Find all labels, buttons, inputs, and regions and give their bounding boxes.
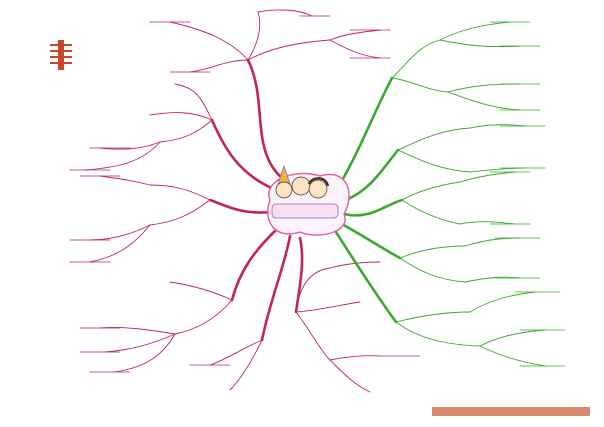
right-branch-7 xyxy=(397,149,471,173)
central-topic xyxy=(267,164,350,236)
left-branch-5 xyxy=(329,29,381,41)
right-branch-1 xyxy=(344,148,400,202)
left-branch-3 xyxy=(247,39,331,61)
right-branch-0 xyxy=(338,76,394,186)
left-branch-29 xyxy=(329,261,381,269)
left-branch-2 xyxy=(247,11,261,61)
left-branch-5 xyxy=(294,236,304,314)
right-branch-12 xyxy=(459,171,516,183)
left-branch-20 xyxy=(104,333,176,353)
left-branch-1 xyxy=(210,118,278,192)
child-face-icon xyxy=(275,181,293,199)
right-branch-15 xyxy=(399,257,466,283)
left-branch-0 xyxy=(169,21,249,61)
left-branch-3 xyxy=(230,226,280,302)
right-branch-14 xyxy=(399,245,466,259)
left-branch-28 xyxy=(295,267,331,313)
right-branch-13 xyxy=(459,221,516,225)
right-branch-21 xyxy=(479,329,546,347)
right-branch-16 xyxy=(464,237,521,247)
left-branch-0 xyxy=(246,58,284,180)
left-branch-6 xyxy=(329,39,381,59)
left-branch-23 xyxy=(229,339,263,391)
left-branch-11 xyxy=(84,141,161,171)
left-branch-4 xyxy=(260,234,292,342)
mother-face-icon xyxy=(308,179,328,199)
left-branch-27 xyxy=(329,355,381,361)
right-branch-3 xyxy=(439,39,521,48)
left-branch-4 xyxy=(257,9,313,17)
right-branch-18 xyxy=(395,311,471,323)
right-branch-2 xyxy=(342,198,404,217)
footer-bar xyxy=(432,407,590,416)
left-branch-2 xyxy=(208,198,274,214)
left-branch-8 xyxy=(159,119,213,143)
library-seal-icon xyxy=(48,40,74,70)
right-branch-4 xyxy=(334,230,398,324)
left-branch-19 xyxy=(99,327,176,335)
right-branch-11 xyxy=(401,199,461,225)
hair-icon xyxy=(307,177,330,187)
right-branch-lines xyxy=(334,21,566,367)
left-branch-16 xyxy=(89,224,151,263)
left-branch-13 xyxy=(149,199,211,226)
right-branch-22 xyxy=(479,345,546,367)
left-branch-7 xyxy=(149,112,213,121)
right-branch-0 xyxy=(391,39,441,79)
father-face-icon xyxy=(291,176,311,196)
left-branch-17 xyxy=(169,281,233,301)
left-branch-22 xyxy=(209,339,263,366)
left-branch-1 xyxy=(189,59,249,73)
left-branch-9 xyxy=(174,83,213,121)
left-branch-18 xyxy=(174,299,233,335)
right-branch-6 xyxy=(397,127,471,151)
left-branch-14 xyxy=(99,175,151,186)
left-branch-25 xyxy=(295,301,361,313)
right-branch-9 xyxy=(469,167,526,173)
library-logo xyxy=(48,38,218,72)
right-branch-19 xyxy=(395,321,481,347)
right-branch-4 xyxy=(447,83,521,93)
right-branch-20 xyxy=(469,291,536,313)
central-title-banner xyxy=(271,203,339,219)
left-branch-15 xyxy=(89,224,151,241)
left-branch-10 xyxy=(99,141,161,150)
right-branch-2 xyxy=(439,21,511,41)
left-branch-lines xyxy=(69,9,421,393)
right-branch-5 xyxy=(447,91,521,111)
left-branch-12 xyxy=(149,184,211,201)
left-branch-24 xyxy=(295,311,331,361)
right-branch-3 xyxy=(340,222,402,260)
right-branch-10 xyxy=(401,181,461,201)
right-branch-8 xyxy=(469,124,526,129)
right-branch-1 xyxy=(391,77,449,93)
left-branch-21 xyxy=(114,333,176,373)
left-branch-26 xyxy=(329,359,371,393)
